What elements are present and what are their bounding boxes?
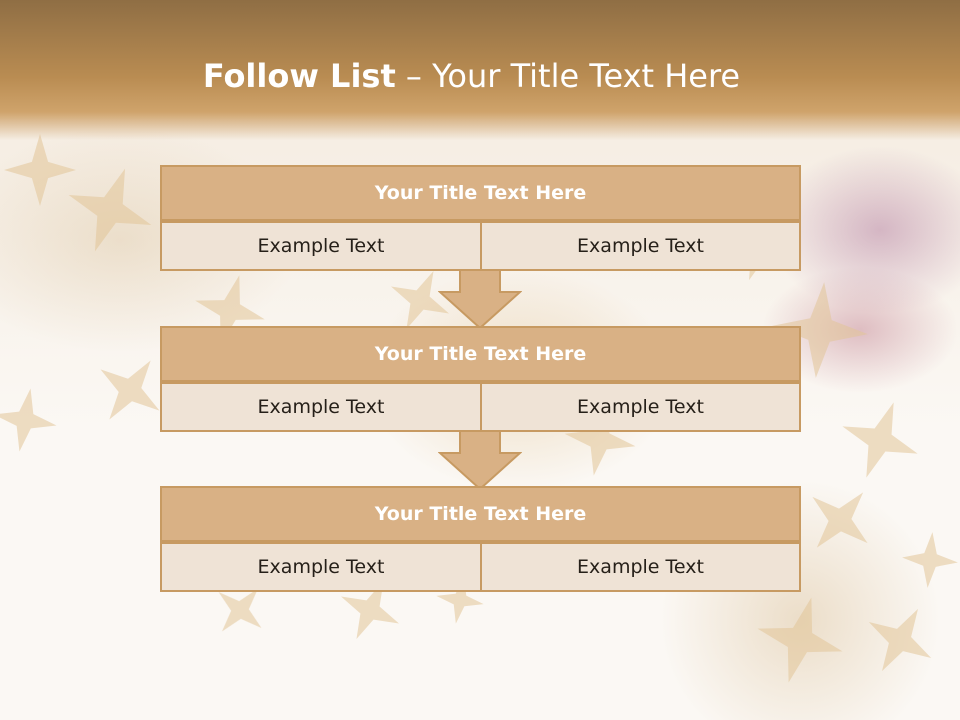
step-cell-right: Example Text	[480, 382, 801, 432]
step-cell-right: Example Text	[480, 221, 801, 271]
step-cell-left: Example Text	[160, 542, 482, 592]
step-title: Your Title Text Here	[160, 486, 801, 542]
step-cell-left: Example Text	[160, 221, 482, 271]
step-box-3: Your Title Text Here Example Text Exampl…	[160, 486, 801, 592]
down-arrow-icon	[438, 270, 522, 330]
down-arrow-icon	[438, 431, 522, 491]
step-title: Your Title Text Here	[160, 165, 801, 221]
step-box-1: Your Title Text Here Example Text Exampl…	[160, 165, 801, 271]
slide-title-rest: – Your Title Text Here	[395, 57, 741, 95]
slide-title-bold: Follow List	[202, 57, 396, 95]
header-band	[0, 0, 960, 140]
slide-title: Follow List – Your Title Text Here	[0, 52, 943, 100]
step-cell-left: Example Text	[160, 382, 482, 432]
step-title: Your Title Text Here	[160, 326, 801, 382]
step-cell-right: Example Text	[480, 542, 801, 592]
step-box-2: Your Title Text Here Example Text Exampl…	[160, 326, 801, 432]
